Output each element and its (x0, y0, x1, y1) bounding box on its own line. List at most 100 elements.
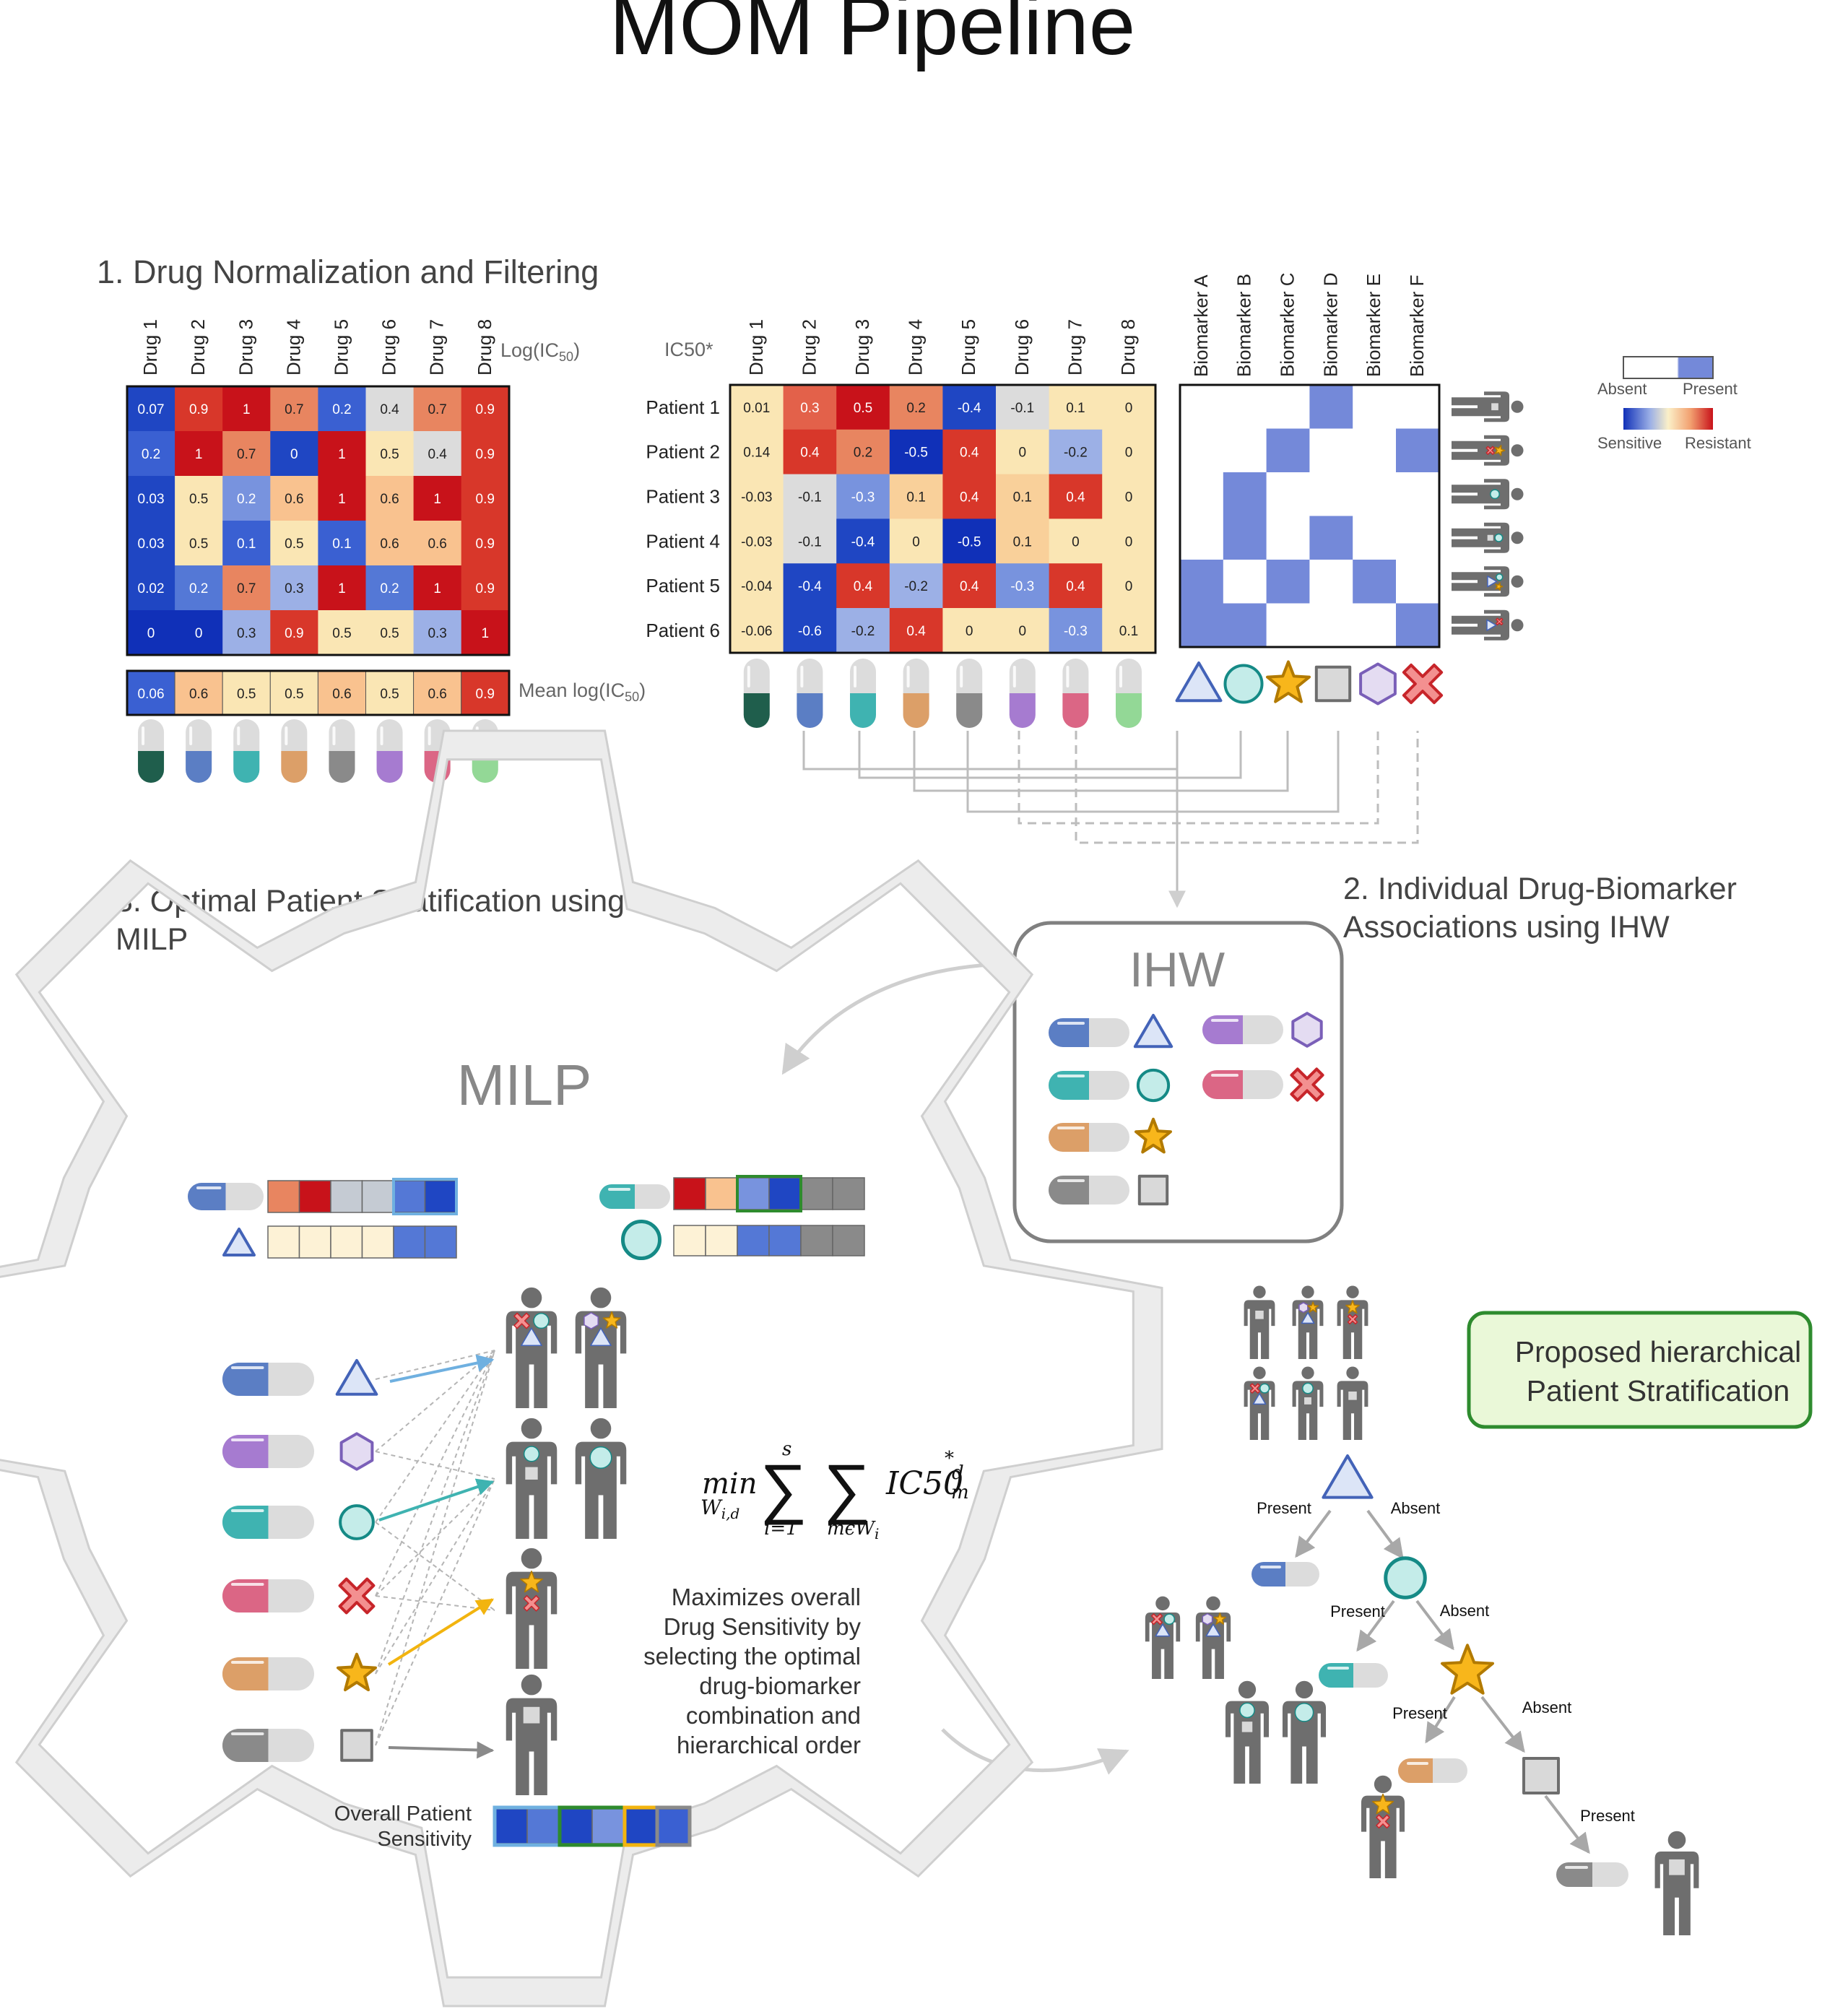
biomarker-header-5: Biomarker E (1363, 274, 1384, 377)
biomarker-absent-cell (1223, 385, 1267, 429)
dashed-link (375, 1478, 495, 1597)
capsule-shine (1057, 1022, 1085, 1025)
circle-marker-icon (533, 1312, 550, 1329)
drug-capsules-row-2 (743, 659, 1142, 728)
heat2-cell-value: -0.1 (798, 490, 822, 505)
bar-cell (800, 1177, 833, 1210)
heat2-cell-value: -0.2 (851, 624, 875, 639)
heat1-cell-value: 0.03 (138, 492, 165, 507)
biomarker-absent-cell (1180, 472, 1224, 516)
bar-cell (330, 1180, 363, 1213)
heat1-cell-value: 0.2 (237, 492, 256, 507)
circle-marker-icon (1496, 573, 1504, 581)
bar-cell (424, 1225, 457, 1259)
person-head (1374, 1775, 1392, 1794)
heat2-cell-value: -0.1 (798, 534, 822, 550)
heat2-cell (1102, 518, 1156, 564)
milp-map-capsule-1 (222, 1363, 314, 1396)
overall-cell (591, 1808, 625, 1844)
square-marker-icon (522, 1706, 541, 1724)
formula-i1: i=1 (764, 1518, 798, 1540)
heat1-cell (365, 476, 415, 521)
capsule-fill (138, 751, 165, 783)
heat1-cell-value: 0 (195, 626, 203, 641)
capsule-fill (1202, 1070, 1243, 1099)
tree-capsule-b (1319, 1663, 1388, 1688)
overall-cell (624, 1808, 658, 1844)
heat2-cell-value: 0.4 (1066, 490, 1085, 505)
dashed-link (375, 1350, 495, 1597)
person-body (1195, 1612, 1231, 1679)
heat1-cell-value: 0.2 (189, 581, 208, 596)
heat1-cell-value: 1 (433, 492, 441, 507)
star-marker-icon (520, 1571, 543, 1593)
cross-marker-icon (513, 1312, 530, 1329)
star-marker-icon (1371, 1793, 1394, 1815)
triangle-marker-icon (1487, 576, 1498, 588)
mean-row-border (126, 669, 511, 716)
patient-label-1: Patient 1 (646, 396, 720, 418)
objective-formula: min Wi,d ∑ s i=1 ∑ mϵWi IC50 * d m (700, 1438, 969, 1542)
heat2-cell-value: -0.06 (741, 624, 772, 639)
heat2-cell (836, 563, 890, 609)
heat2-cell-value: 0.1 (1013, 490, 1032, 505)
triangle-icon (222, 1228, 256, 1256)
drug-header-8: Drug 8 (1117, 319, 1139, 376)
heat1-cell (270, 565, 318, 611)
heat1-cell (413, 565, 462, 611)
milp-marker-bar-1 (267, 1225, 457, 1259)
person-body (575, 1311, 627, 1408)
heat1-cell (413, 476, 462, 521)
bar-cell (737, 1177, 770, 1210)
heat1-cell-value: 1 (338, 492, 346, 507)
heat1-cell-value: 0.03 (138, 537, 165, 552)
capsule-fill (797, 693, 823, 728)
heat2-cell-value: 0.1 (1013, 534, 1032, 550)
heat2-cell (783, 608, 837, 654)
capsule-shine (1211, 1019, 1238, 1022)
person-body (1452, 609, 1509, 641)
heat2-cell (836, 429, 890, 475)
capsule-shine (332, 726, 336, 745)
person-body (1225, 1701, 1270, 1784)
heat2-cell-value: -0.04 (741, 579, 773, 594)
ihw-label: IHW (1129, 942, 1225, 997)
square-marker-icon (1254, 1309, 1265, 1321)
square-marker-icon (1486, 534, 1495, 542)
drug-header-5: Drug 5 (958, 319, 979, 376)
heat1-cell-value: 0.9 (189, 402, 208, 417)
biomarker-present-cell (1180, 603, 1224, 648)
biomarker-present-cell (1180, 560, 1224, 604)
bar-cell (768, 1225, 802, 1256)
person-body (1452, 391, 1509, 422)
tree-patient-c1 (1361, 1775, 1405, 1878)
capsule-shine (854, 666, 856, 687)
heat2-cell (783, 518, 837, 564)
heat2-cell-value: 0.1 (1119, 624, 1138, 639)
heat2-cell (889, 518, 943, 564)
square-icon (1522, 1757, 1560, 1794)
patient-figure-e (506, 1548, 558, 1669)
capsule-shine (960, 666, 963, 687)
heat1-cell-value: 0.7 (237, 581, 256, 596)
circle-marker-icon (1494, 533, 1504, 542)
biomarker-absent-cell (1309, 560, 1353, 604)
heat2-cell-value: -0.4 (798, 579, 822, 594)
heat1-cell-value: 0.9 (476, 581, 495, 596)
heat2-cell (996, 518, 1050, 564)
absent-label: Absent (1440, 1602, 1490, 1620)
capsule-fill (329, 751, 355, 783)
formula-msub: m (951, 1482, 969, 1503)
heat1-cell-value: 1 (433, 581, 441, 596)
heat1-cell-value: 0.5 (380, 626, 399, 641)
heat2-cell-value: -0.6 (798, 624, 822, 639)
tree-patient-d1 (1654, 1831, 1699, 1935)
person-body (1145, 1612, 1181, 1679)
biomarker-absent-cell (1396, 385, 1440, 429)
legend-sensitivity-bar (1623, 408, 1713, 430)
capsule-fill (222, 1579, 269, 1612)
drug-header-4: Drug 4 (282, 319, 304, 376)
biomarker-header-6: Biomarker F (1406, 274, 1428, 377)
proposed-box (1467, 1311, 1813, 1429)
heat1-cell (318, 610, 366, 656)
